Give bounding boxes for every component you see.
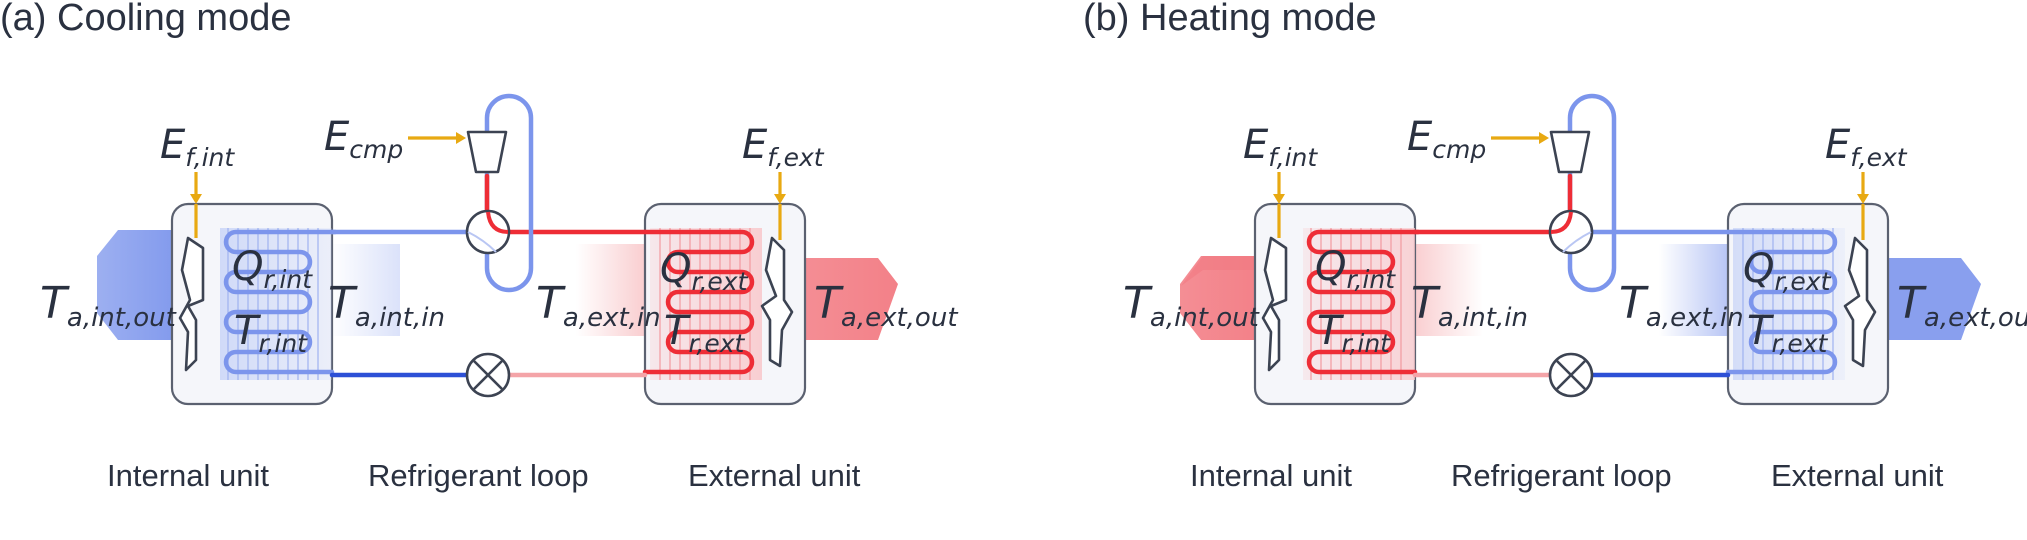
- caption-internal-unit: Internal unit: [1190, 458, 1352, 493]
- label-t-a-ext-out: Ta,ext,out: [1897, 278, 2027, 333]
- label-t-r-int: Tr,int: [234, 308, 308, 358]
- label-ecmp: Ecmp: [324, 114, 403, 164]
- label-t-r-ext: Tr,ext: [1747, 308, 1829, 358]
- label-t-a-int-out: Ta,int,out: [40, 278, 177, 333]
- label-t-r-ext: Tr,ext: [664, 308, 746, 358]
- label-t-a-ext-in: Ta,ext,in: [536, 278, 661, 333]
- panel-heating: (b) Heating mode: [1083, 0, 2027, 493]
- label-t-a-ext-out: Ta,ext,out: [814, 278, 958, 333]
- panel-title: (b) Heating mode: [1083, 0, 1377, 39]
- label-t-a-ext-in: Ta,ext,in: [1619, 278, 1744, 333]
- label-t-r-int: Tr,int: [1317, 308, 1391, 358]
- air-int-out-arrow-top: [1181, 256, 1258, 286]
- int-fan: [1261, 236, 1288, 372]
- air-ext-in-stream: [1659, 244, 1729, 336]
- compressor: [466, 130, 508, 174]
- label-q-int: Qr,int: [1315, 244, 1396, 294]
- panel-title: (a) Cooling mode: [0, 0, 291, 39]
- compressor-loop: [1567, 93, 1617, 293]
- ecmp-arrow-head: [456, 132, 466, 144]
- four-way-valve: [465, 209, 511, 255]
- compressor-loop: [484, 93, 534, 293]
- label-ef-ext: Ef,ext: [1825, 122, 1908, 172]
- label-t-a-int-in: Ta,int,in: [1411, 278, 1528, 333]
- expansion-valve-cross: [473, 360, 503, 390]
- ef-int-arrow-head: [190, 194, 202, 204]
- air-int-out-arrow: [1180, 256, 1258, 340]
- air-int-in-stream: [330, 244, 400, 336]
- caption-external-unit: External unit: [688, 458, 861, 493]
- label-q-ext: Qr,ext: [1743, 246, 1832, 296]
- label-t-a-int-in: Ta,int,in: [328, 278, 445, 333]
- int-fan: [178, 236, 205, 372]
- valve-path-hot: [486, 211, 509, 234]
- ecmp-arrow-head: [1539, 132, 1549, 144]
- four-way-valve: [1548, 209, 1594, 255]
- label-q-int: Qr,int: [232, 244, 313, 294]
- compressor: [1549, 130, 1591, 174]
- air-ext-out-arrow: [1883, 258, 1981, 340]
- caption-external-unit: External unit: [1771, 458, 1944, 493]
- air-int-out-arrow: [97, 230, 175, 340]
- panel-cooling: (a) Cooling mode: [0, 0, 958, 493]
- caption-internal-unit: Internal unit: [107, 458, 269, 493]
- label-ef-int: Ef,int: [160, 122, 235, 172]
- valve-path-cool: [467, 231, 497, 253]
- label-t-a-int-out: Ta,int,out: [1123, 278, 1260, 333]
- ef-ext-arrow-head: [1857, 194, 1869, 204]
- air-ext-out-arrow: [800, 258, 898, 340]
- air-int-in-stream: [1413, 244, 1483, 336]
- ext-coil: [1725, 229, 1838, 375]
- label-q-ext: Qr,ext: [660, 246, 749, 296]
- caption-refrigerant-loop: Refrigerant loop: [1451, 458, 1672, 493]
- label-ef-ext: Ef,ext: [742, 122, 825, 172]
- label-ef-int: Ef,int: [1243, 122, 1318, 172]
- valve-path-hot: [1550, 211, 1573, 234]
- expansion-valve-cross: [1556, 360, 1586, 390]
- valve-path-cool: [1562, 231, 1592, 253]
- air-ext-in-stream: [576, 244, 646, 336]
- ext-fan: [1843, 236, 1877, 368]
- ef-int-arrow-head: [1273, 194, 1285, 204]
- caption-refrigerant-loop: Refrigerant loop: [368, 458, 589, 493]
- int-coil: [1306, 229, 1421, 375]
- label-ecmp: Ecmp: [1407, 114, 1486, 164]
- ext-coil: [642, 229, 755, 375]
- ext-fan: [760, 236, 794, 368]
- ef-ext-arrow-head: [774, 194, 786, 204]
- int-coil: [223, 229, 338, 375]
